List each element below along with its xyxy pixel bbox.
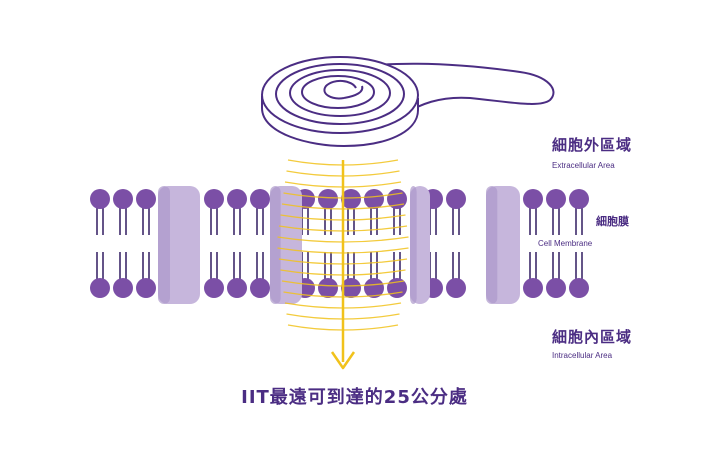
lipid-head <box>250 278 270 298</box>
caption: IIT最遠可到達的25公分處 <box>241 387 468 408</box>
lipid-head <box>227 278 247 298</box>
lipid-head <box>227 189 247 209</box>
coil-device-icon <box>261 56 555 148</box>
lipid-head <box>204 189 224 209</box>
lipid-head <box>90 278 110 298</box>
lipid-head <box>446 278 466 298</box>
lipid-head <box>569 278 589 298</box>
lipid-head <box>446 189 466 209</box>
lipid-head <box>364 278 384 298</box>
membrane-protein-shade <box>158 186 170 304</box>
membrane-label: 細胞膜 <box>596 215 629 228</box>
cell-membrane <box>90 186 589 304</box>
lipid-head <box>341 278 361 298</box>
lipid-head <box>113 278 133 298</box>
lipid-head <box>523 189 543 209</box>
lipid-head <box>318 278 338 298</box>
lipid-head <box>546 278 566 298</box>
extracellular-label: 細胞外區域 <box>552 136 633 154</box>
lipid-head <box>569 189 589 209</box>
lipid-head <box>341 189 361 209</box>
lipid-head <box>136 189 156 209</box>
extracellular-label-en: Extracellular Area <box>552 161 615 170</box>
lipid-head <box>546 189 566 209</box>
lipid-head <box>136 278 156 298</box>
lipid-head <box>204 278 224 298</box>
membrane-protein-shade <box>410 186 417 304</box>
lipid-head <box>250 189 270 209</box>
intracellular-label: 細胞內區域 <box>552 328 633 346</box>
membrane-protein-shade <box>270 186 281 304</box>
intracellular-label-en: Intracellular Area <box>552 351 613 360</box>
lipid-head <box>318 189 338 209</box>
membrane-protein-shade <box>486 186 498 304</box>
lipid-head <box>523 278 543 298</box>
lipid-head <box>113 189 133 209</box>
lipid-head <box>364 189 384 209</box>
membrane-label-en: Cell Membrane <box>538 239 593 248</box>
down-arrow-icon <box>330 160 356 370</box>
lipid-head <box>90 189 110 209</box>
